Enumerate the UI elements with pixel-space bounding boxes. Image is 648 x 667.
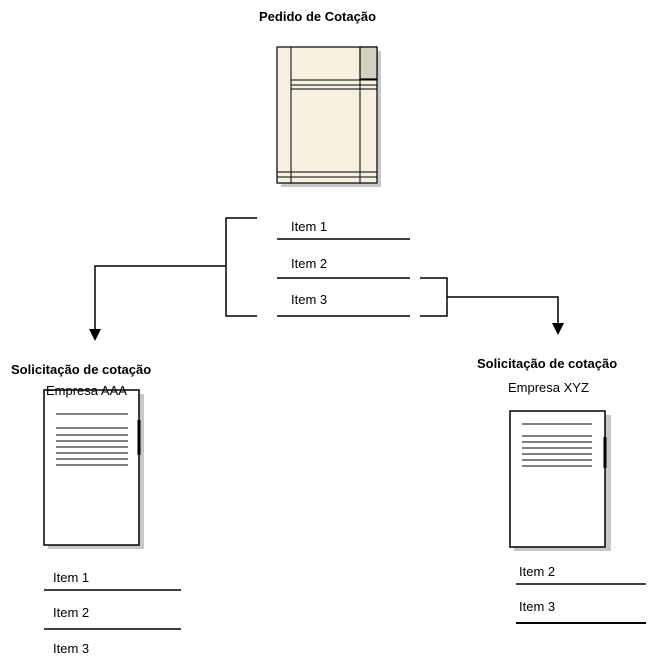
right-request-document-icon (509, 410, 611, 551)
left-request-title: Solicitação de cotação (11, 362, 152, 377)
left-item-3: Item 3 (53, 641, 90, 656)
source-document-tab (359, 46, 378, 80)
right-item-2: Item 2 (519, 564, 556, 579)
right-request-company: Empresa XYZ (508, 380, 589, 395)
right-document-page (509, 410, 606, 548)
source-item-1: Item 1 (291, 219, 328, 234)
source-document-icon (276, 46, 381, 187)
left-item-1: Item 1 (53, 570, 90, 585)
source-item-3: Item 3 (291, 292, 328, 307)
right-connector-line (447, 296, 559, 324)
right-request-title: Solicitação de cotação (477, 356, 618, 371)
right-arrow-head (552, 323, 564, 335)
left-bracket (225, 217, 257, 317)
source-item-2: Item 2 (291, 256, 328, 271)
left-document-page (43, 389, 140, 546)
left-arrow-head (89, 329, 101, 341)
right-bracket (420, 277, 448, 317)
left-request-document-icon (43, 389, 144, 549)
left-request-company: Empresa AAA (46, 383, 127, 398)
source-title: Pedido de Cotação (259, 9, 377, 24)
left-item-2: Item 2 (53, 605, 90, 620)
left-connector-line (94, 265, 226, 330)
right-item-3: Item 3 (519, 599, 556, 614)
